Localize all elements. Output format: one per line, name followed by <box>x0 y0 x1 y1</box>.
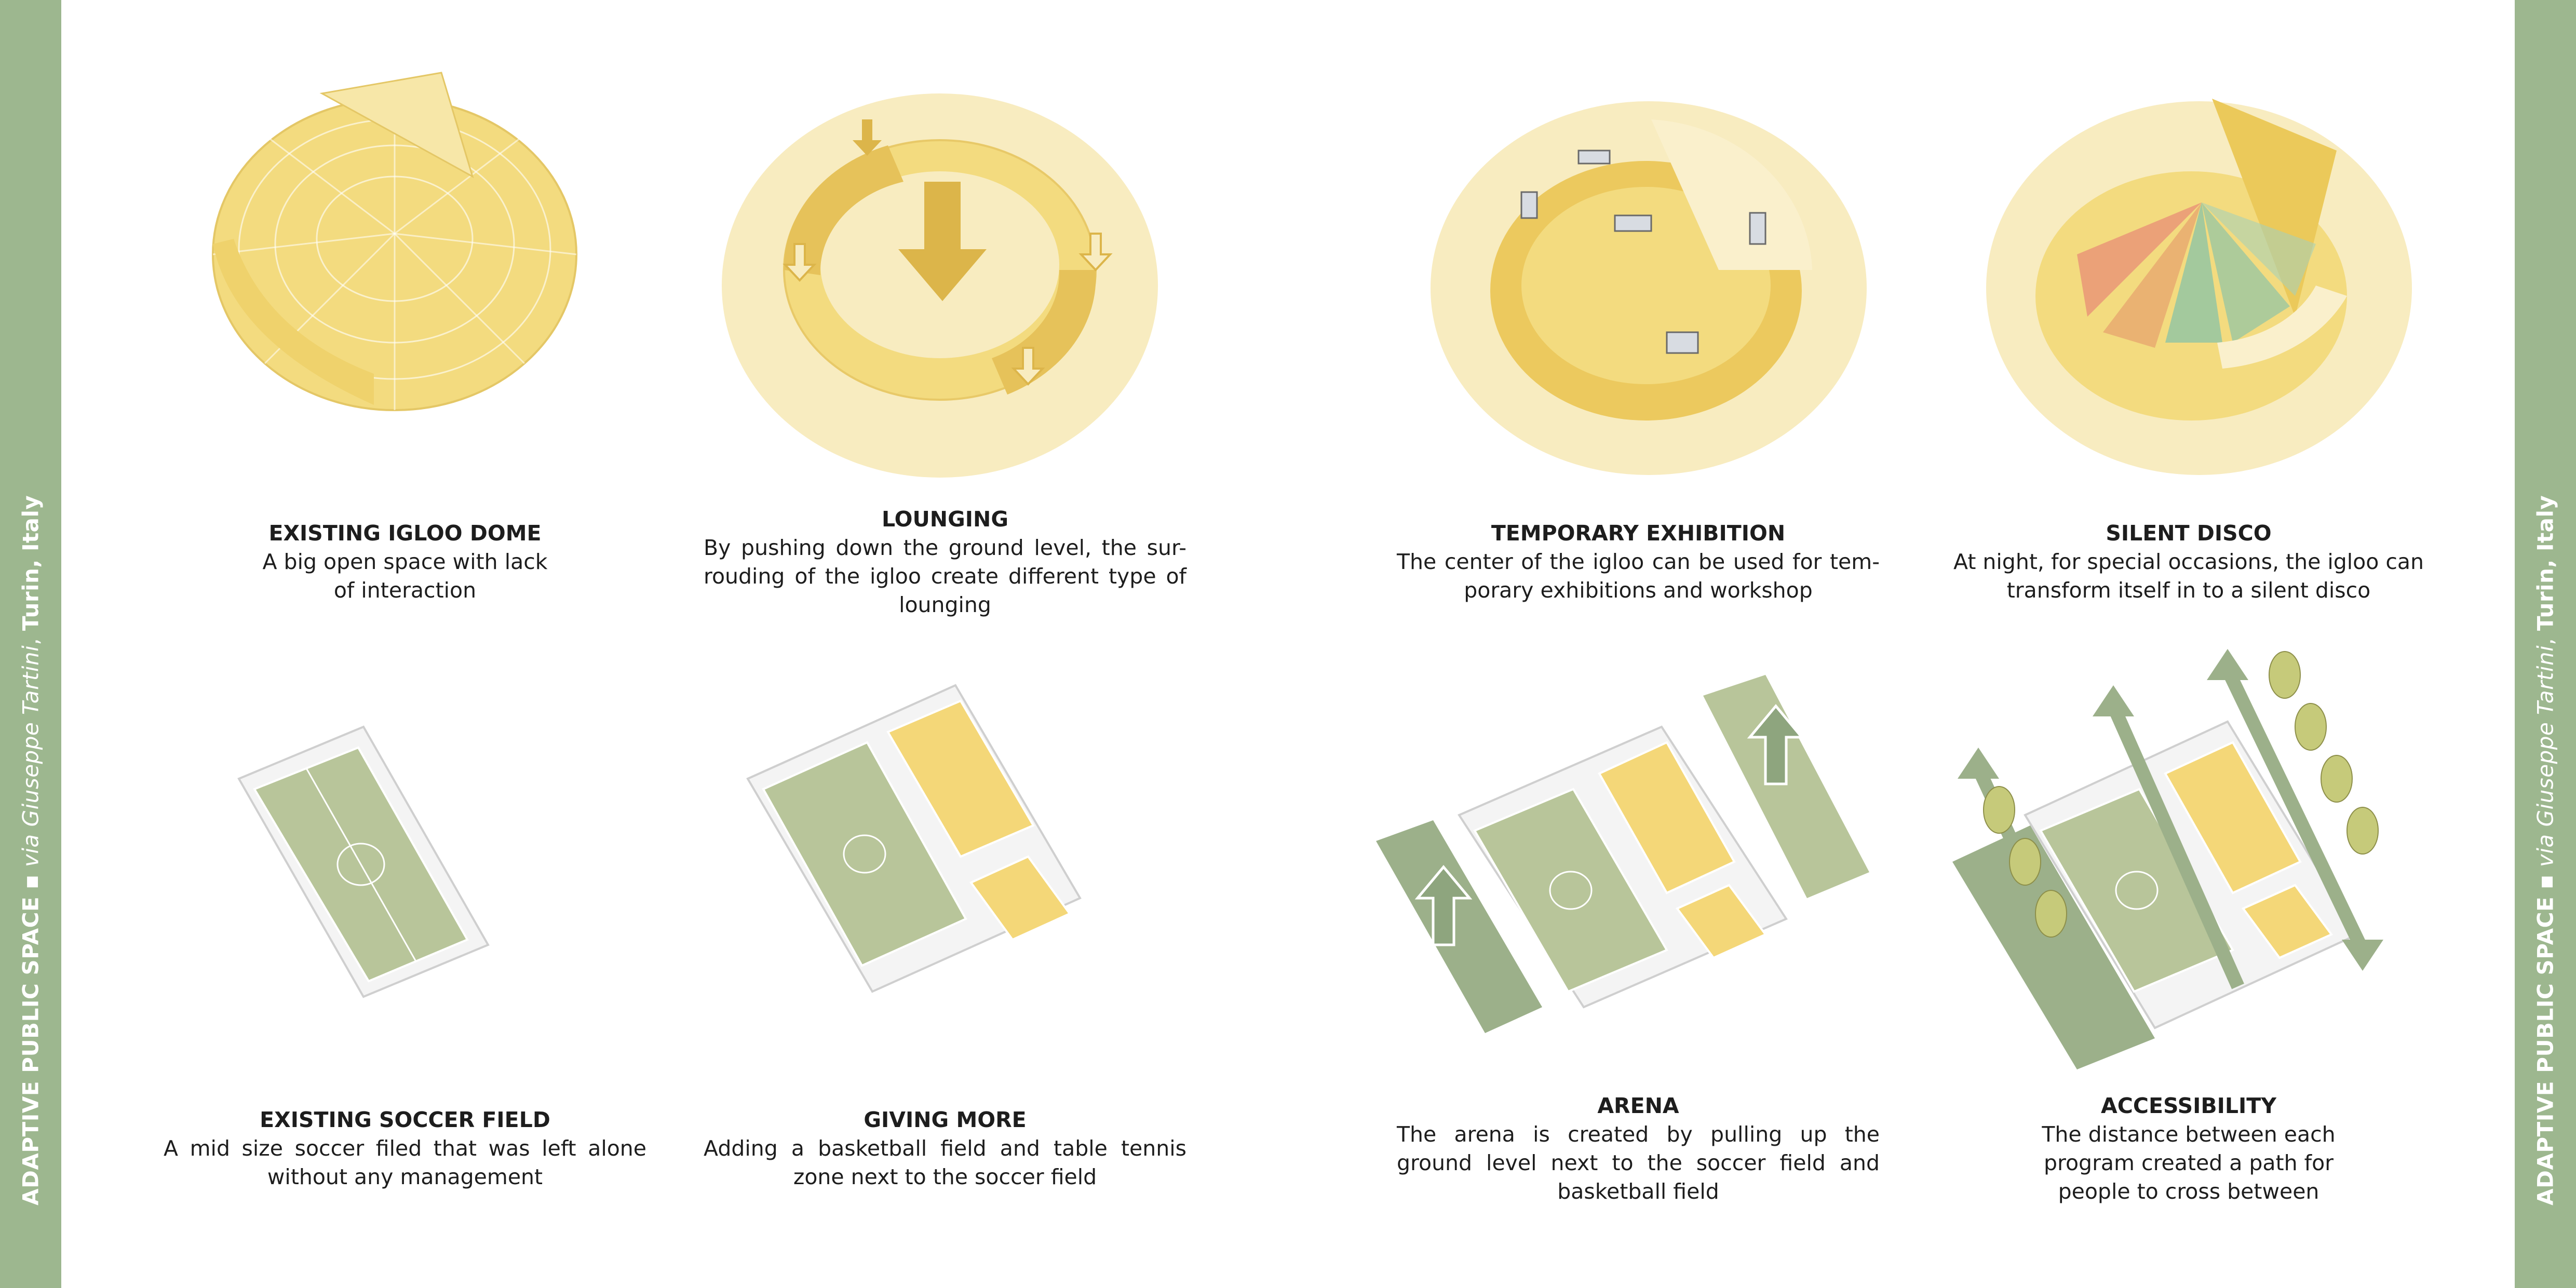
caption-lounging: LOUNGING By pushing down the ground leve… <box>704 505 1186 619</box>
right-sidebar: ADAPTIVE PUBLIC SPACE ▪ via Giuseppe Tar… <box>2515 0 2576 1288</box>
diagram-temporary-exhibition <box>1428 99 1869 478</box>
raise-arrow-icon <box>1747 704 1805 785</box>
panel-title: EXISTING IGLOO DOME <box>268 521 542 546</box>
push-down-arrow-icon <box>898 182 987 301</box>
panel-title: EXISTING SOCCER FIELD <box>260 1107 550 1132</box>
diagram-existing-igloo-dome <box>203 72 597 436</box>
accessibility-illustration <box>1952 649 2383 1069</box>
caption-silent-disco: SILENT DISCO At night, for special occas… <box>1947 519 2430 605</box>
caption-accessibility: ACCESSIBILITY The distance between each … <box>1947 1092 2430 1206</box>
caption-existing-soccer-field: EXISTING SOCCER FIELD A mid size soccer … <box>164 1106 646 1191</box>
diagram-accessibility <box>1947 644 2425 1069</box>
panel-description: The arena is created by pulling up the g… <box>1397 1122 1880 1204</box>
soccer-field-illustration <box>237 725 490 998</box>
small-arrow-icon <box>1011 347 1045 386</box>
small-arrow-icon <box>1078 233 1113 272</box>
street-name: via Giuseppe Tartini <box>2532 645 2558 867</box>
panel-title: GIVING MORE <box>864 1107 1027 1132</box>
panel-title: SILENT DISCO <box>2106 521 2272 546</box>
diagram-giving-more <box>737 675 1090 1007</box>
panel-title: LOUNGING <box>882 507 1008 532</box>
project-name: ADAPTIVE PUBLIC SPACE <box>2532 896 2558 1205</box>
lounging-illustration <box>722 93 1158 478</box>
left-sidebar-label: ADAPTIVE PUBLIC SPACE ▪ via Giuseppe Tar… <box>18 495 44 1205</box>
diagram-arena <box>1371 675 1880 1038</box>
panel-title: ARENA <box>1597 1093 1679 1118</box>
arena-illustration <box>1376 675 1869 1033</box>
igloo-dome-illustration <box>212 72 577 411</box>
path-arrow-icon <box>2221 667 2369 953</box>
panel-description: The distance between each program create… <box>2042 1122 2336 1204</box>
caption-existing-igloo-dome: EXISTING IGLOO DOME A big open space wit… <box>164 519 646 605</box>
separator: ▪ <box>18 874 44 889</box>
panel-description: At night, for special occasions, the igl… <box>1953 549 2424 603</box>
panel-description: A mid size soccer filed that was left al… <box>164 1136 646 1189</box>
caption-temporary-exhibition: TEMPORARY EXHIBITION The center of the i… <box>1397 519 1880 605</box>
diagram-existing-soccer-field <box>228 716 498 1007</box>
diagram-silent-disco <box>1984 99 2415 478</box>
city-name: Turin, Italy <box>2532 495 2558 631</box>
giving-more-illustration <box>746 684 1082 993</box>
exhibition-illustration <box>1431 101 1867 475</box>
right-sidebar-label: ADAPTIVE PUBLIC SPACE ▪ via Giuseppe Tar… <box>2532 495 2558 1205</box>
panel-title: ACCESSIBILITY <box>2101 1093 2276 1118</box>
panel-description: A big open space with lack of interactio… <box>262 549 548 603</box>
panel-description: Adding a basketball field and table tenn… <box>704 1136 1186 1189</box>
street-name: via Giuseppe Tartini <box>18 645 44 867</box>
panel-title: TEMPORARY EXHIBITION <box>1491 521 1786 546</box>
panel-description: The center of the igloo can be used for … <box>1397 549 1880 603</box>
project-name: ADAPTIVE PUBLIC SPACE <box>18 896 44 1205</box>
left-sidebar: ADAPTIVE PUBLIC SPACE ▪ via Giuseppe Tar… <box>0 0 61 1288</box>
silent-disco-illustration <box>1986 99 2412 475</box>
caption-arena: ARENA The arena is created by pulling up… <box>1397 1092 1880 1206</box>
separator: ▪ <box>2532 874 2558 889</box>
small-arrow-icon <box>783 243 817 282</box>
path-arrow-icon <box>2107 703 2244 989</box>
diagram-lounging <box>717 88 1163 483</box>
raise-arrow-icon <box>1414 865 1473 946</box>
small-arrow-icon <box>853 119 882 156</box>
caption-giving-more: GIVING MORE Adding a basketball field an… <box>704 1106 1186 1191</box>
city-name: Turin, Italy <box>18 495 44 631</box>
panel-description: By pushing down the ground level, the su… <box>704 535 1186 617</box>
